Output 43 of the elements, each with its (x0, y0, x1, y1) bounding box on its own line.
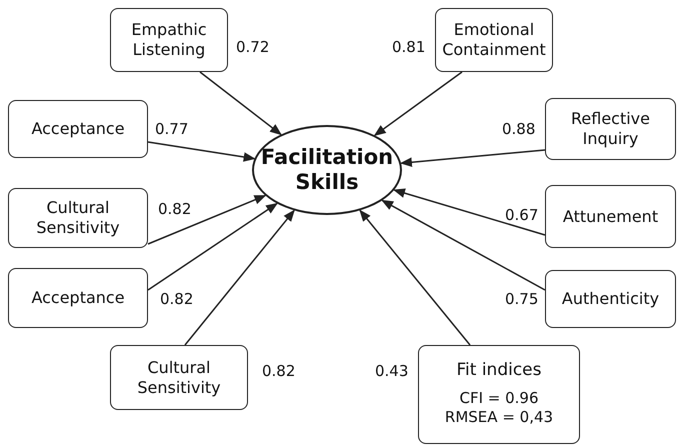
arrow (381, 200, 546, 291)
arrow (374, 71, 462, 136)
process-box (545, 98, 676, 160)
node-label: Facilitation Skills (260, 144, 394, 196)
arrow (200, 71, 282, 136)
loading-value: 0.43 (375, 362, 408, 380)
fit-statistic: RMSEA = 0,43 (444, 408, 554, 427)
node-label: Acceptance (31, 288, 125, 308)
loading-value: 0.82 (262, 362, 296, 380)
arrow (359, 209, 471, 346)
fit-indices-box (418, 345, 580, 444)
loading-value: 0.82 (160, 290, 194, 308)
node-label: Cultural Sensitivity (136, 358, 222, 398)
arrow (148, 194, 266, 245)
process-box (110, 345, 248, 410)
loading-value: 0.81 (392, 38, 426, 56)
node-label: Acceptance (31, 119, 125, 139)
node-label: Emotional Containment (441, 20, 547, 60)
loading-value: 0.67 (505, 206, 538, 224)
process-box (8, 100, 148, 158)
node-label: Cultural Sensitivity (35, 198, 121, 238)
loading-value: 0.82 (158, 200, 192, 218)
loading-value: 0.75 (505, 290, 538, 308)
node-label: Reflective Inquiry (570, 109, 651, 149)
arrow (148, 202, 278, 291)
process-box (545, 185, 676, 248)
box-heading: Fit indices (456, 360, 542, 382)
process-box (8, 268, 148, 328)
loading-value: 0.88 (502, 120, 536, 138)
process-box (545, 270, 676, 328)
process-box (110, 8, 228, 72)
arrow (184, 210, 295, 346)
process-box (8, 188, 148, 248)
node-label: Authenticity (562, 289, 660, 309)
arrow (148, 141, 256, 162)
loading-value: 0.72 (236, 38, 270, 56)
process-box (435, 8, 553, 72)
node-label: Attunement (562, 206, 658, 226)
arrow (400, 149, 546, 167)
loading-value: 0.77 (155, 120, 188, 138)
fit-statistic: CFI = 0.96 (459, 389, 539, 408)
arrow (393, 188, 546, 236)
node-label: Empathic Listening (130, 20, 208, 60)
